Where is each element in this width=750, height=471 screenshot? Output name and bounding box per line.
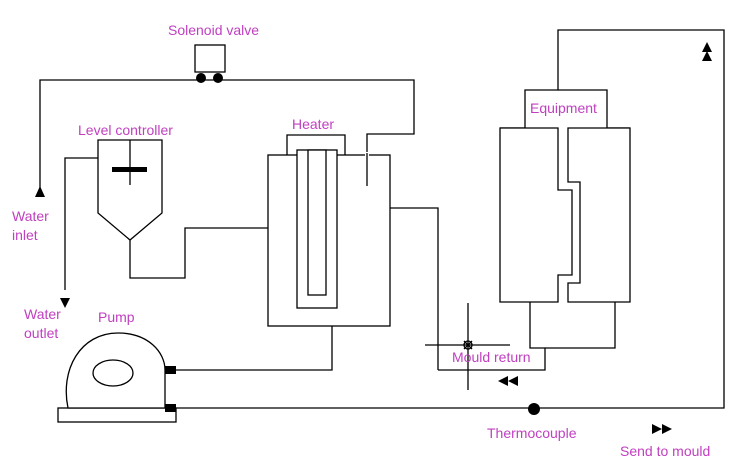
pipe-controller-to-heater <box>129 227 268 279</box>
label-send-to-mould: Send to mould <box>620 443 710 459</box>
thermocouple-sensor <box>528 403 540 415</box>
pipe-solenoid-line <box>39 79 415 190</box>
pipe-water-outlet <box>64 157 102 290</box>
pipe-send-to-mould <box>176 29 725 409</box>
pump-discharge-port <box>165 404 176 412</box>
crosshair-center <box>463 340 473 350</box>
label-water-outlet-1: Water <box>24 306 61 322</box>
crosshair-center-x2 <box>463 340 473 350</box>
label-water-outlet-2: outlet <box>24 325 58 341</box>
label-water-inlet-2: inlet <box>12 227 38 243</box>
send-to-mould-arrow-icon-2 <box>662 424 672 434</box>
solenoid-valve-port-left <box>196 73 206 83</box>
mould-return-arrow-icon-2 <box>508 376 518 386</box>
label-thermocouple: Thermocouple <box>487 425 577 441</box>
pipe-heater-to-return <box>390 207 439 370</box>
heater-element-inner <box>307 149 327 296</box>
label-water-inlet-1: Water <box>12 208 49 224</box>
label-level-controller: Level controller <box>78 122 173 138</box>
pump-base <box>57 407 177 423</box>
pipe-mould-return-right <box>545 302 616 349</box>
level-controller-tank <box>97 139 163 241</box>
label-equipment: Equipment <box>530 100 597 116</box>
pump-outlet-port <box>165 366 176 374</box>
label-solenoid-valve: Solenoid valve <box>168 22 259 38</box>
send-to-mould-arrow-icon-1 <box>652 424 662 434</box>
heater-cap <box>286 134 346 155</box>
water-inlet-arrow-icon <box>35 186 45 197</box>
mould-half-right <box>567 127 631 303</box>
label-heater: Heater <box>292 116 334 132</box>
pipe-heater-to-pump <box>176 326 333 371</box>
solenoid-valve-body <box>194 44 226 73</box>
label-pump: Pump <box>98 309 135 325</box>
mould-half-left <box>499 127 573 303</box>
water-outlet-arrow-icon <box>60 298 70 308</box>
pump-impeller <box>92 359 134 387</box>
level-controller-float <box>112 167 147 172</box>
solenoid-valve-port-right <box>213 73 223 83</box>
return-up-arrow-icon-1 <box>702 42 712 52</box>
return-up-arrow-icon-2 <box>702 51 712 61</box>
mould-return-arrow-icon-1 <box>498 376 508 386</box>
label-mould-return: Mould return <box>452 349 531 365</box>
